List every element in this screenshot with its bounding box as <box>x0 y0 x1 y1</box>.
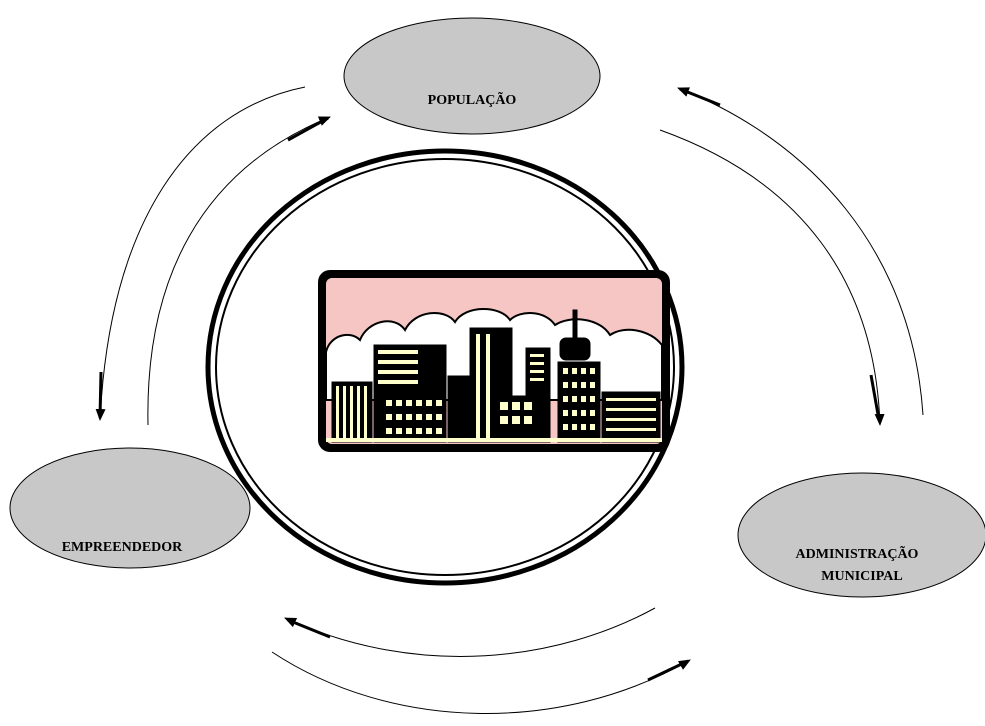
central-ring <box>205 148 685 586</box>
node-administracao: ADMINISTRAÇÃO MUNICIPAL <box>737 472 985 598</box>
arrow-populacao-to-empreendedor <box>95 86 306 421</box>
node-administracao-label-line2: MUNICIPAL <box>821 569 902 584</box>
arrow-administracao-to-populacao <box>677 87 924 416</box>
arrow-administracao-to-empreendedor <box>284 607 656 657</box>
node-empreendedor: EMPREENDEDOR <box>9 447 251 569</box>
arrow-shaft-accents <box>98 87 881 682</box>
node-populacao-label: POPULAÇÃO <box>428 90 517 108</box>
arrow-empreendedor-to-administracao <box>271 651 691 714</box>
arrow-populacao-to-administracao <box>659 129 885 426</box>
connector-arrows <box>95 86 924 714</box>
node-administracao-label-line1: ADMINISTRAÇÃO <box>796 544 919 562</box>
node-populacao: POPULAÇÃO <box>343 17 601 135</box>
arrow-empreendedor-to-populacao <box>147 116 331 426</box>
node-empreendedor-label: EMPREENDEDOR <box>62 540 183 555</box>
city-skyline-icon <box>318 270 670 452</box>
